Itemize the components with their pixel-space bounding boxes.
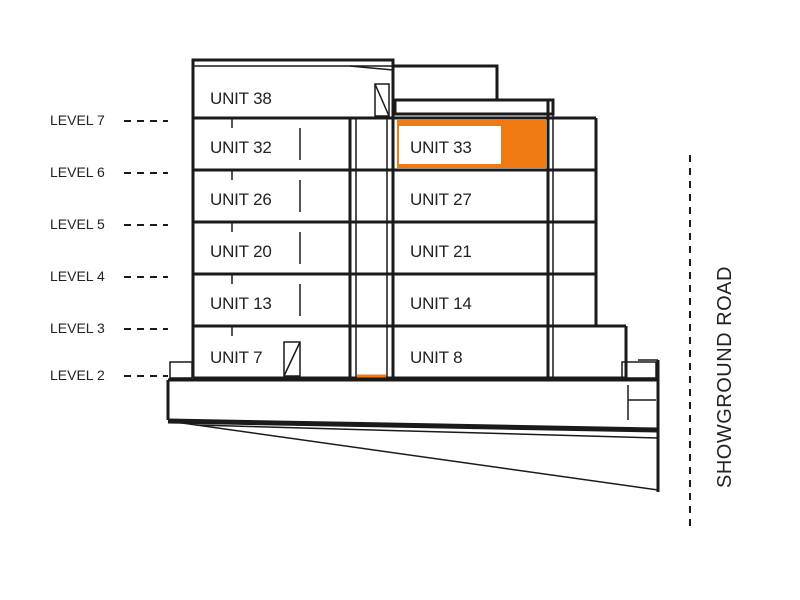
unit-20-label: UNIT 20 bbox=[210, 242, 272, 261]
unit-14-label: UNIT 14 bbox=[410, 294, 472, 313]
unit-7-label: UNIT 7 bbox=[210, 348, 262, 367]
podium bbox=[166, 359, 660, 492]
unit-21-label: UNIT 21 bbox=[410, 242, 472, 261]
level-5-label: LEVEL 5 bbox=[50, 216, 105, 232]
road-label: SHOWGROUND ROAD bbox=[714, 266, 736, 488]
unit-26-label: UNIT 26 bbox=[210, 190, 272, 209]
unit-33-label-box bbox=[399, 126, 501, 164]
building-frame bbox=[191, 58, 628, 380]
level-markers: LEVEL 7 LEVEL 6 LEVEL 5 LEVEL 4 LEVEL 3 … bbox=[50, 112, 168, 383]
level-6-label: LEVEL 6 bbox=[50, 164, 105, 180]
unit-8-label: UNIT 8 bbox=[410, 348, 462, 367]
unit-labels: UNIT 38 UNIT 32 UNIT 33 UNIT 26 UNIT 27 … bbox=[210, 89, 472, 367]
unit-33-label: UNIT 33 bbox=[410, 138, 472, 157]
level-4-label: LEVEL 4 bbox=[50, 268, 105, 284]
level-3-label: LEVEL 3 bbox=[50, 320, 105, 336]
unit-27-label: UNIT 27 bbox=[410, 190, 472, 209]
level-7-label: LEVEL 7 bbox=[50, 112, 105, 128]
unit-38-label: UNIT 38 bbox=[210, 89, 272, 108]
unit-13-label: UNIT 13 bbox=[210, 294, 272, 313]
unit-32-label: UNIT 32 bbox=[210, 138, 272, 157]
level-2-label: LEVEL 2 bbox=[50, 367, 105, 383]
